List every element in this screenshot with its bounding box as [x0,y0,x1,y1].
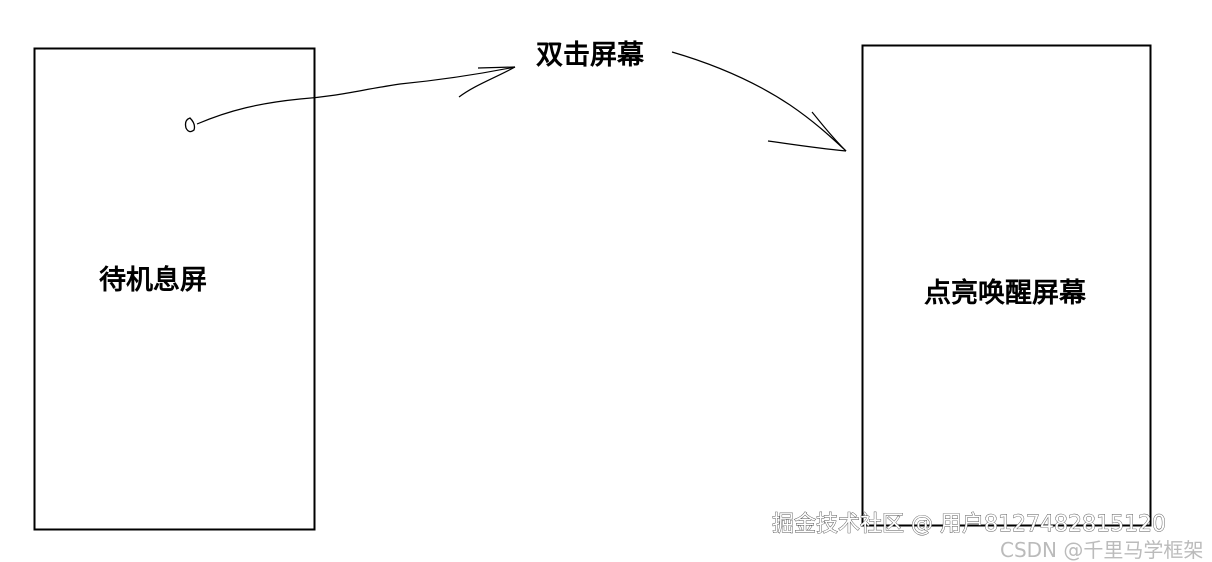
tap-gesture-mark [184,117,196,133]
double-tap-label: 双击屏幕 [536,40,645,71]
csdn-watermark: CSDN @千里马学框架 [1000,538,1203,562]
standby-screen-box [33,47,316,531]
arrow-to-label [196,66,516,125]
awake-screen-label: 点亮唤醒屏幕 [924,277,1087,309]
juejin-watermark: 掘金技术社区 @ 用户8127482815120 [772,512,1166,537]
awake-screen-box [861,44,1152,527]
standby-screen-label: 待机息屏 [99,264,207,296]
arrow-to-awake-screen [671,51,847,152]
